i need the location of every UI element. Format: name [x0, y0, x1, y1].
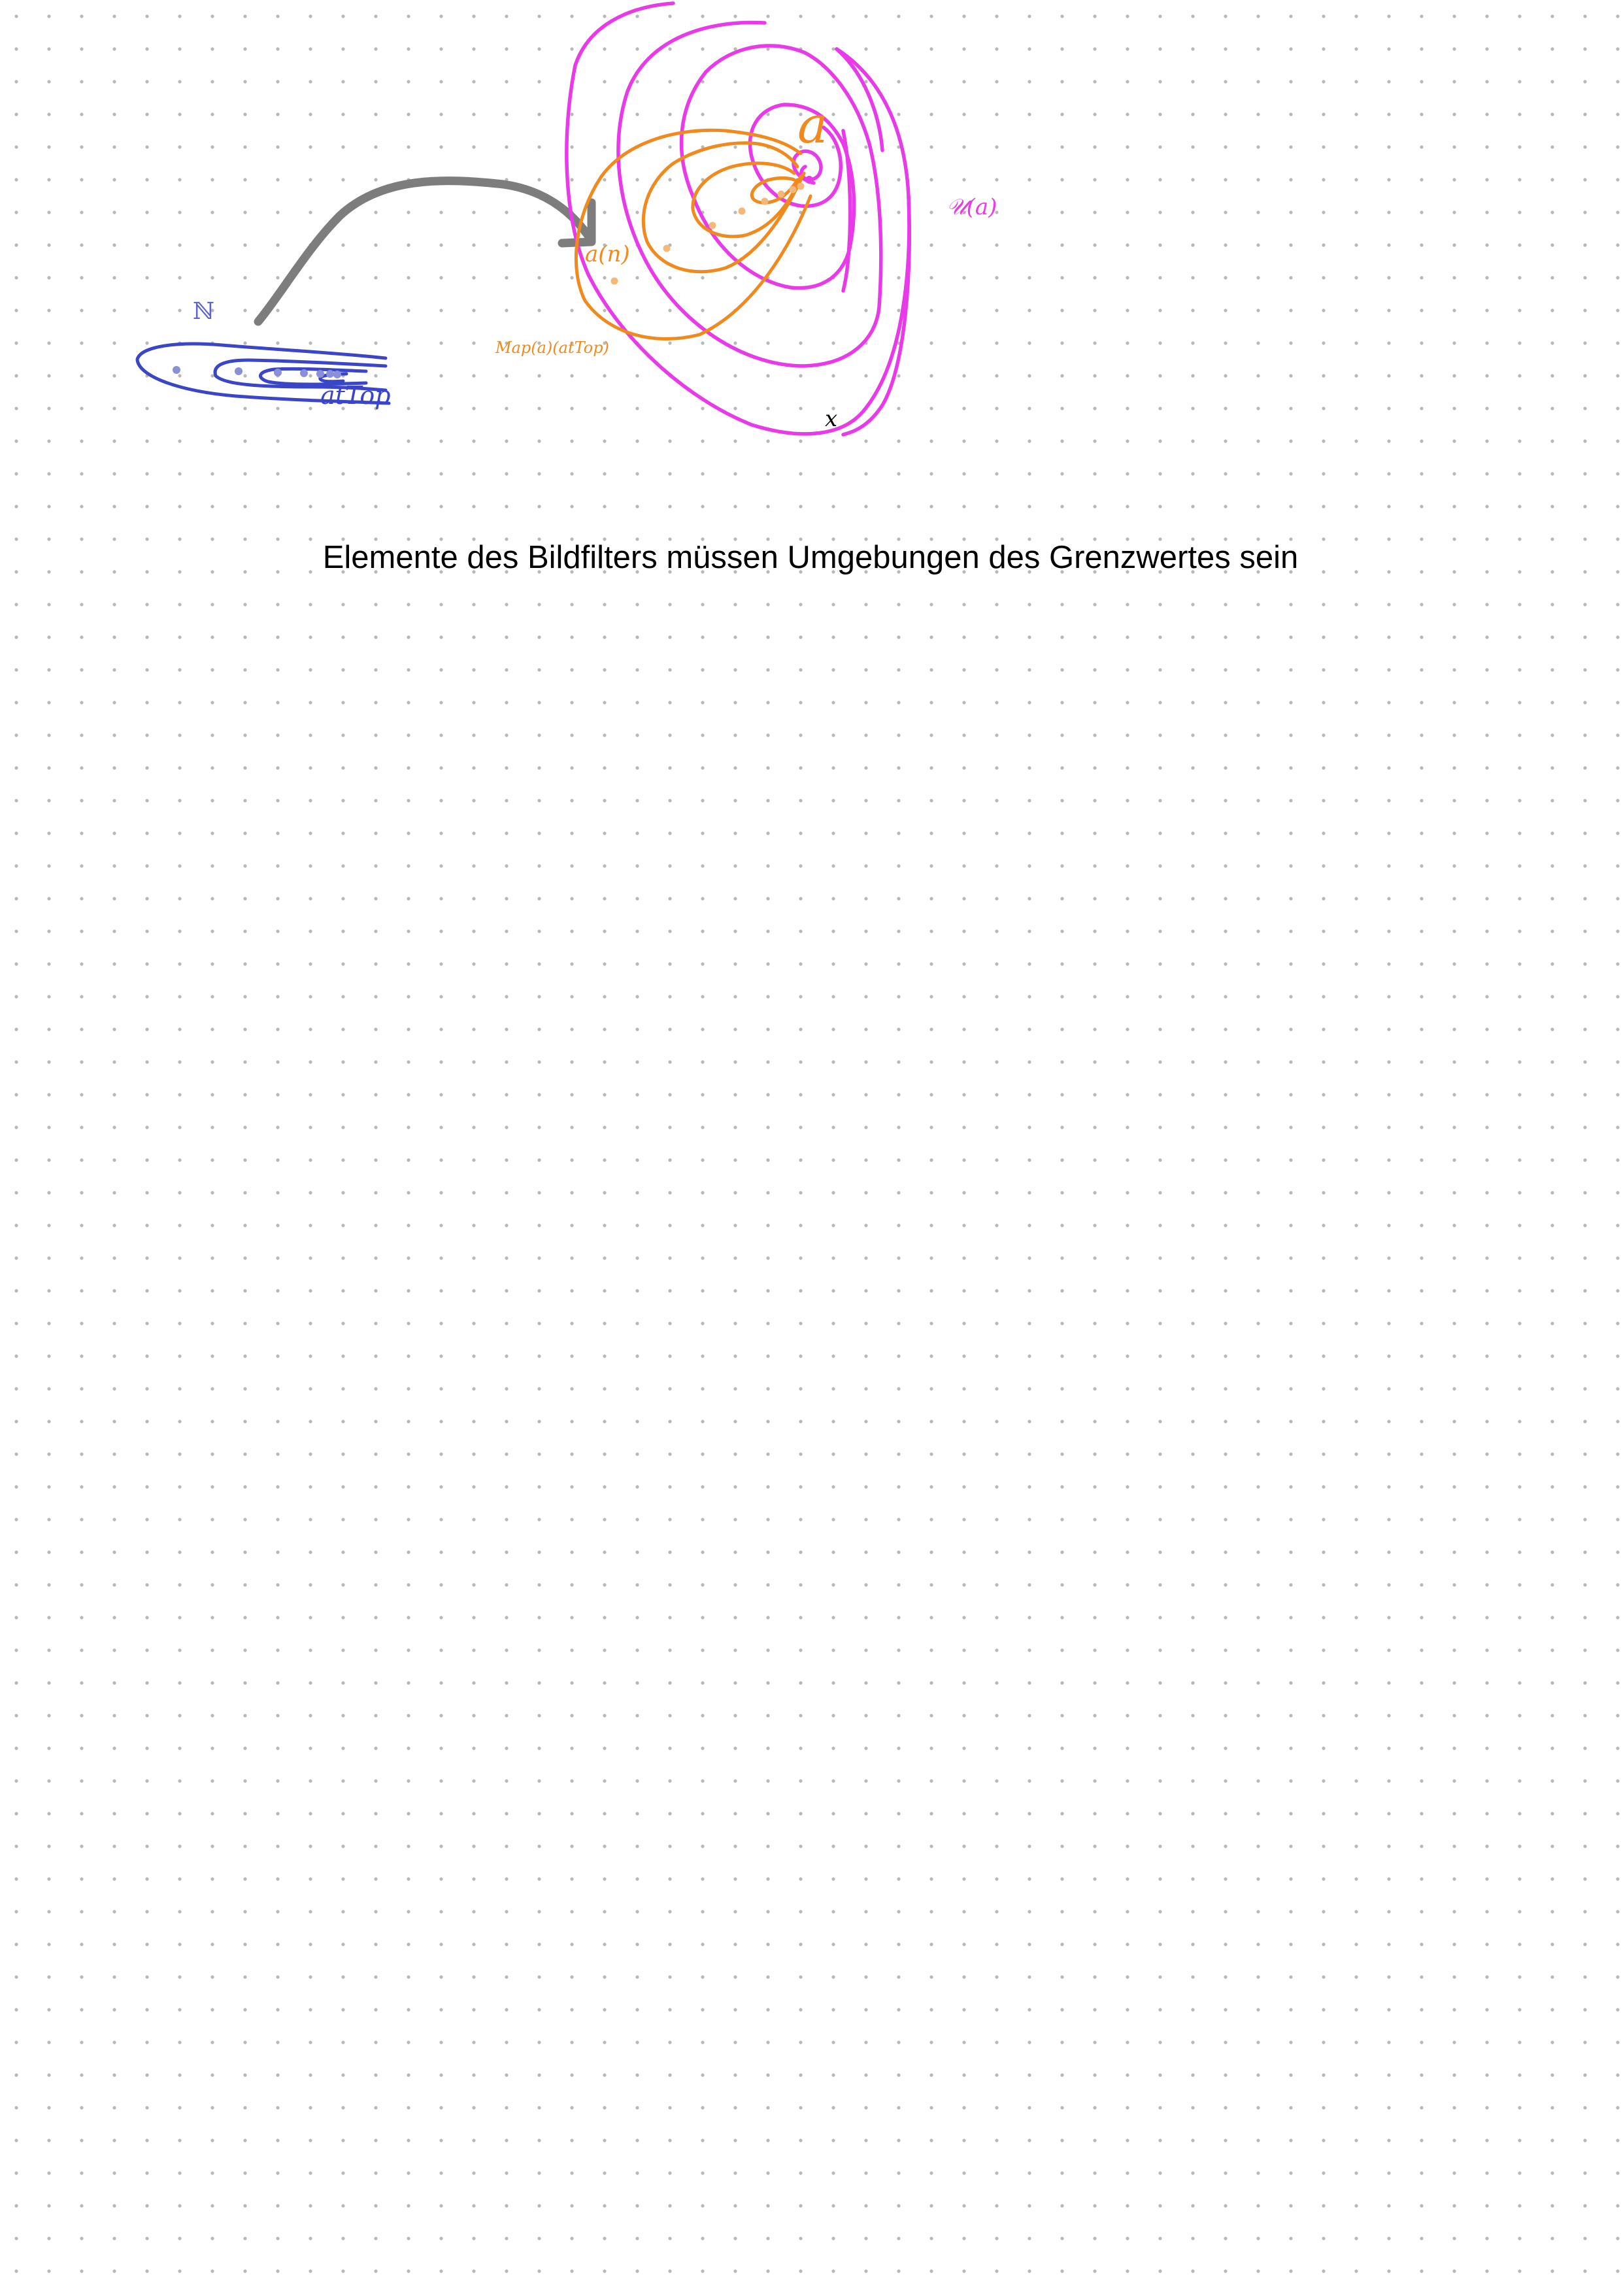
map-arrow-shaft — [254, 176, 596, 326]
sequence-point — [663, 244, 671, 252]
caption-text: Elemente des Bildfilters müssen Umgebung… — [322, 540, 1299, 575]
mapped-filter-loop-3 — [691, 161, 803, 239]
sequence-point — [709, 222, 716, 229]
sequence-point — [789, 186, 797, 193]
map-arrow — [254, 176, 596, 326]
mapped-filter-points — [610, 182, 805, 285]
neighborhood-loop-4 — [750, 125, 843, 208]
at-top-label: atTop — [320, 381, 391, 410]
limit-label: a — [797, 96, 828, 155]
naturals-filter-outer — [135, 342, 391, 405]
neighborhood-top-right — [835, 47, 884, 152]
naturals-label: ℕ — [193, 298, 214, 325]
naturals-point — [274, 369, 282, 376]
sequence-point — [610, 277, 618, 285]
naturals-filter-middle — [213, 358, 388, 392]
naturals-point — [316, 370, 324, 378]
sequence-point — [777, 190, 785, 198]
map-filter-label: Map(a)(atTop) — [495, 339, 609, 357]
sequence-point — [761, 197, 769, 205]
mapped-filter-loop-2 — [641, 141, 806, 274]
naturals-filter-inner — [259, 367, 368, 386]
neighborhood-tail — [841, 129, 852, 293]
naturals-point — [326, 370, 334, 378]
sequence-point — [738, 207, 746, 215]
sequence-point — [797, 182, 805, 190]
limit-point — [805, 176, 813, 184]
naturals-point — [235, 367, 242, 375]
neighborhood-loop-3 — [679, 70, 856, 290]
naturals-point — [333, 371, 341, 378]
neighborhood-loop-2 — [616, 20, 883, 368]
neighborhood-edge — [841, 194, 911, 437]
naturals-point — [300, 369, 308, 377]
neighborhood-spiral — [565, 1, 911, 437]
naturals-point — [173, 366, 180, 374]
naturals-points — [173, 366, 341, 378]
mapped-filter-outer-loop — [574, 128, 812, 341]
map-arrow-head — [558, 198, 596, 248]
x-label: x — [825, 406, 837, 432]
a-n-label: a(n) — [585, 241, 630, 267]
neighborhood-label: 𝒰(a) — [946, 194, 997, 220]
